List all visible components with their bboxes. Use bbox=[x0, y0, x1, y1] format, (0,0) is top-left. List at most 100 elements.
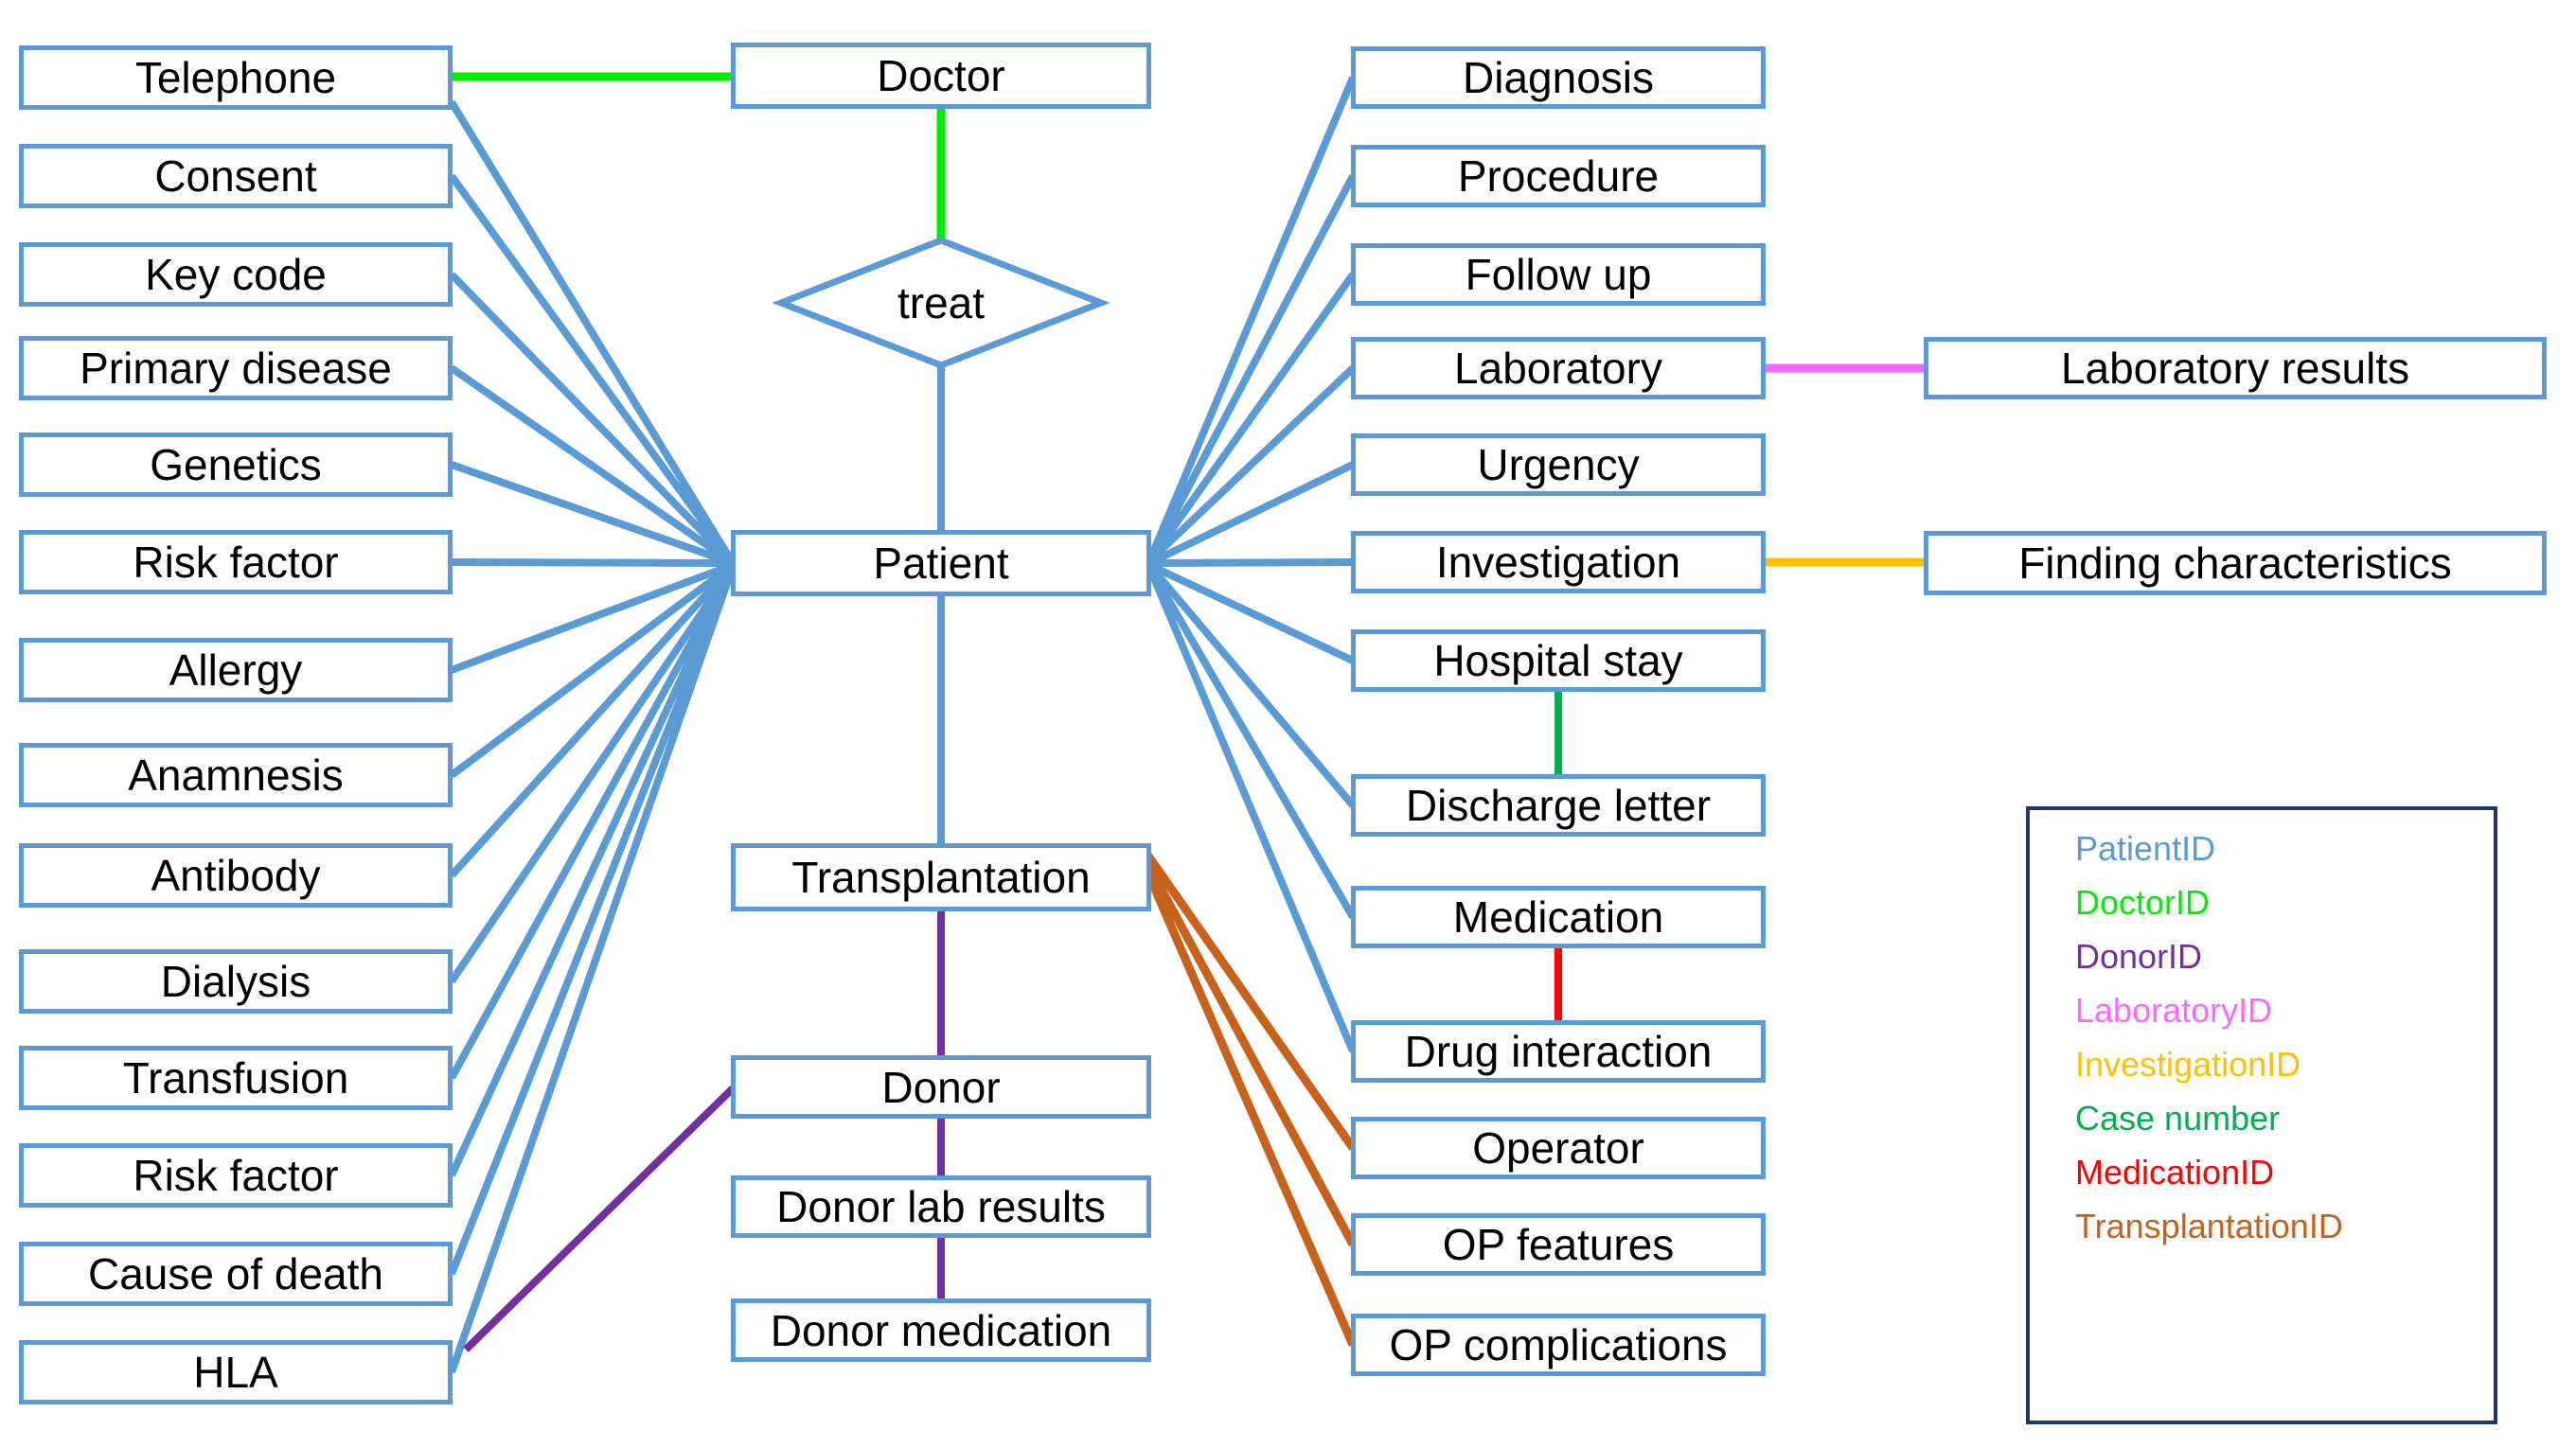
legend-item-laboratory-id: LaboratoryID bbox=[2075, 991, 2273, 1030]
entity-label: HLA bbox=[193, 1348, 278, 1397]
entity-box-risk-factor-1: Risk factor bbox=[19, 530, 453, 594]
entity-label: Medication bbox=[1452, 892, 1664, 942]
entity-box-risk-factor-2: Risk factor bbox=[19, 1143, 453, 1208]
entity-box-antibody: Antibody bbox=[19, 843, 453, 908]
entity-label: Consent bbox=[154, 151, 317, 201]
legend-item-medication-id: MedicationID bbox=[2075, 1153, 2275, 1192]
entity-label: Telephone bbox=[134, 53, 337, 102]
entity-label: Laboratory bbox=[1454, 344, 1662, 393]
entity-label: Donor medication bbox=[770, 1305, 1112, 1355]
edge-transplantation-opfeatures-line bbox=[1144, 860, 1357, 1247]
entity-box-allergy: Allergy bbox=[19, 638, 453, 702]
entity-label: Allergy bbox=[169, 645, 303, 695]
edge-antibody-patient-line bbox=[449, 562, 736, 878]
entity-box-transfusion: Transfusion bbox=[19, 1046, 453, 1110]
edge-telephone-patient-line bbox=[448, 99, 737, 566]
edge-transfusion-patient-line bbox=[448, 565, 737, 1080]
legend-box: PatientID DoctorID DonorID LaboratoryID … bbox=[2026, 806, 2497, 1424]
entity-label: Risk factor bbox=[133, 538, 339, 587]
edge-anamnesis-patient-line bbox=[449, 561, 736, 779]
entity-label: Risk factor bbox=[133, 1151, 339, 1200]
entity-box-doctor: Doctor bbox=[731, 43, 1151, 109]
edge-transplantation-operator-line bbox=[1144, 852, 1357, 1151]
entity-box-finding-characteristics: Finding characteristics bbox=[1924, 531, 2547, 595]
entity-box-medication: Medication bbox=[1351, 886, 1766, 948]
edge-dischargeletter-patient-line bbox=[1146, 562, 1357, 808]
edge-followup-patient-line bbox=[1146, 272, 1357, 564]
entity-label: Donor lab results bbox=[776, 1182, 1106, 1231]
edge-hla-patient-line bbox=[448, 565, 737, 1374]
entity-label: Transfusion bbox=[122, 1053, 349, 1103]
entity-label: OP complications bbox=[1389, 1320, 1728, 1369]
entity-box-patient: Patient bbox=[731, 530, 1151, 596]
edge-urgency-patient-line bbox=[1147, 461, 1355, 567]
edge-consent-patient-line bbox=[448, 173, 737, 566]
edge-primarydisease-patient-line bbox=[449, 364, 736, 567]
entity-label: Procedure bbox=[1457, 151, 1660, 201]
entity-label: Primary disease bbox=[80, 344, 392, 393]
edge-investigation-patient-line bbox=[1148, 558, 1354, 567]
legend-item-donor-id: DonorID bbox=[2075, 937, 2203, 976]
entity-label: Operator bbox=[1472, 1123, 1644, 1173]
entity-box-follow-up: Follow up bbox=[1351, 243, 1766, 306]
edge-riskfactor1-patient-line bbox=[451, 558, 734, 567]
entity-box-investigation: Investigation bbox=[1351, 531, 1766, 593]
entity-box-telephone: Telephone bbox=[19, 45, 453, 110]
entity-label: Patient bbox=[873, 539, 1009, 588]
entity-label: Diagnosis bbox=[1463, 53, 1654, 102]
entity-label: Laboratory results bbox=[2060, 344, 2410, 393]
entity-box-transplantation: Transplantation bbox=[731, 843, 1151, 911]
entity-box-drug-interaction: Drug interaction bbox=[1351, 1020, 1766, 1083]
legend-item-case-number: Case number bbox=[2075, 1099, 2281, 1138]
edge-transplantation-opcomplications-line bbox=[1143, 870, 1358, 1347]
entity-box-urgency: Urgency bbox=[1351, 433, 1766, 496]
entity-label: Follow up bbox=[1465, 250, 1652, 299]
entity-box-cause-of-death: Cause of death bbox=[19, 1242, 453, 1306]
entity-label: Donor bbox=[881, 1062, 1001, 1112]
entity-label: Discharge letter bbox=[1405, 781, 1712, 830]
edge-druginteraction-patient-line bbox=[1146, 565, 1357, 1053]
entity-box-key-code: Key code bbox=[19, 242, 453, 307]
entity-box-consent: Consent bbox=[19, 144, 453, 208]
entity-box-anamnesis: Anamnesis bbox=[19, 743, 453, 807]
entity-label: Genetics bbox=[150, 440, 322, 489]
edge-riskfactor2-patient-line bbox=[448, 565, 737, 1177]
entity-box-hla: HLA bbox=[19, 1340, 453, 1404]
edge-hospitalstay-patient-line bbox=[1147, 561, 1355, 664]
edge-medication-patient-line bbox=[1146, 564, 1357, 920]
edge-dialysis-patient-line bbox=[448, 564, 737, 984]
entity-box-diagnosis: Diagnosis bbox=[1351, 46, 1766, 109]
entity-box-dialysis: Dialysis bbox=[19, 949, 453, 1014]
entity-box-donor-lab-results: Donor lab results bbox=[731, 1175, 1151, 1238]
entity-label: Anamnesis bbox=[128, 750, 344, 800]
edge-hla-donor-line bbox=[463, 1086, 736, 1352]
entity-label: Finding characteristics bbox=[2018, 539, 2452, 588]
edge-keycode-patient-line bbox=[449, 272, 736, 566]
entity-box-genetics: Genetics bbox=[19, 433, 453, 497]
entity-box-laboratory-results: Laboratory results bbox=[1924, 337, 2547, 399]
legend-item-patient-id: PatientID bbox=[2075, 829, 2216, 868]
entity-box-donor-medication: Donor medication bbox=[731, 1298, 1151, 1362]
entity-label: Hospital stay bbox=[1433, 636, 1683, 685]
legend-item-investigation-id: InvestigationID bbox=[2075, 1045, 2301, 1084]
entity-label: Key code bbox=[145, 250, 327, 299]
legend-item-transplantation-id: TransplantationID bbox=[2075, 1207, 2343, 1245]
entity-label: Antibody bbox=[151, 851, 321, 900]
entity-box-primary-disease: Primary disease bbox=[19, 336, 453, 400]
entity-label: Transplantation bbox=[791, 853, 1091, 902]
entity-box-discharge-letter: Discharge letter bbox=[1351, 774, 1766, 837]
edge-genetics-patient-line bbox=[450, 461, 735, 567]
edge-causeofdeath-patient-line bbox=[448, 565, 737, 1276]
edge-allergy-patient-line bbox=[450, 561, 735, 674]
entity-box-procedure: Procedure bbox=[1351, 145, 1766, 207]
edge-procedure-patient-line bbox=[1146, 174, 1357, 563]
entity-label: Investigation bbox=[1435, 538, 1681, 587]
legend-item-doctor-id: DoctorID bbox=[2075, 883, 2211, 922]
treat-relationship-label: treat bbox=[897, 278, 986, 327]
entity-box-hospital-stay: Hospital stay bbox=[1351, 629, 1766, 692]
treat-diamond bbox=[772, 237, 1110, 369]
entity-box-laboratory: Laboratory bbox=[1351, 337, 1766, 399]
entity-label: Drug interaction bbox=[1404, 1027, 1713, 1076]
